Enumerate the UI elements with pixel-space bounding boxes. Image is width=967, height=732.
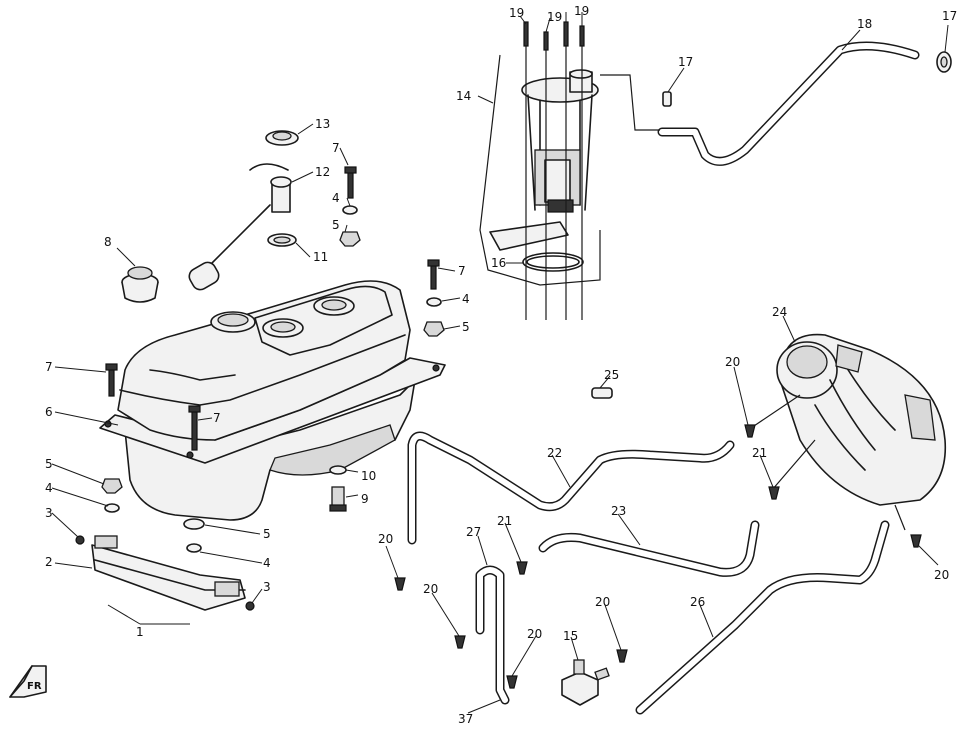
- callout-20-f: 20: [934, 568, 949, 582]
- hose-27: [475, 565, 510, 705]
- callout-6: 6: [45, 405, 53, 419]
- callout-26: 26: [690, 595, 705, 609]
- callout-20-b: 20: [423, 582, 438, 596]
- callout-21-b: 21: [752, 446, 767, 460]
- callout-17-clamp: 17: [942, 9, 957, 23]
- callout-5-lower: 5: [263, 527, 271, 541]
- clamp-17: [936, 51, 952, 73]
- fastener-bolt-7-top: [344, 166, 357, 199]
- callout-12: 12: [315, 165, 330, 179]
- canister-guides: [747, 394, 906, 531]
- callout-15: 15: [563, 629, 578, 643]
- tank-bracket: [91, 535, 246, 611]
- fitting-25: [591, 387, 613, 399]
- callout-19-b: 19: [547, 10, 562, 24]
- fuel-tank: [99, 280, 446, 521]
- leader-lines: [51, 12, 949, 714]
- callout-19-c: 19: [574, 4, 589, 18]
- callout-20-a: 20: [378, 532, 393, 546]
- clamp-21-group: [516, 486, 780, 575]
- callout-3-right: 3: [263, 580, 271, 594]
- callout-5-top: 5: [332, 218, 340, 232]
- level-sender: [188, 130, 299, 291]
- bolt-9: [329, 486, 347, 512]
- callout-11: 11: [313, 250, 328, 264]
- clamp-20-group: [394, 424, 922, 689]
- callout-4-lower-left: 4: [45, 481, 53, 495]
- callout-7-mid: 7: [213, 411, 221, 425]
- washer-4-group: [104, 205, 442, 553]
- callout-20-d: 20: [595, 595, 610, 609]
- callout-5-left: 5: [45, 457, 53, 471]
- callout-20-e: 20: [725, 355, 740, 369]
- callout-8: 8: [104, 235, 112, 249]
- hose-26: [635, 520, 890, 715]
- callout-4-top: 4: [332, 191, 340, 205]
- callout-3-left: 3: [45, 506, 53, 520]
- vent-hose-18: [600, 41, 920, 166]
- callout-19-a: 19: [509, 6, 524, 20]
- fuel-cap: [121, 266, 159, 303]
- callout-24: 24: [772, 305, 787, 319]
- fastener-bolt-7-mid: [188, 405, 201, 451]
- callout-23: 23: [611, 504, 626, 518]
- front-direction-marker: FR: [9, 665, 47, 698]
- pump-screws-19: [523, 21, 585, 51]
- callout-27: 27: [466, 525, 481, 539]
- callout-25: 25: [604, 368, 619, 382]
- charcoal-canister: [776, 333, 947, 506]
- callout-7-left: 7: [45, 360, 53, 374]
- callout-20-c: 20: [527, 627, 542, 641]
- callout-10: 10: [361, 469, 376, 483]
- nut-5-group: [101, 231, 445, 530]
- hose-23: [538, 520, 760, 577]
- hose-22: [407, 431, 735, 545]
- callout-7-top: 7: [332, 141, 340, 155]
- valve-15: [561, 659, 610, 706]
- callout-1: 1: [136, 625, 144, 639]
- callout-13: 13: [315, 117, 330, 131]
- fastener-bolt-7-right: [427, 259, 440, 290]
- callout-4-right: 4: [462, 292, 470, 306]
- callout-22: 22: [547, 446, 562, 460]
- callout-18: 18: [857, 17, 872, 31]
- callout-21-a: 21: [497, 514, 512, 528]
- fuel-pump-module: [479, 21, 601, 320]
- fitting-17-small: [662, 91, 672, 107]
- washer-10: [329, 465, 347, 475]
- callout-9: 9: [361, 492, 369, 506]
- callout-7-right: 7: [458, 264, 466, 278]
- callout-16: 16: [491, 256, 506, 270]
- callout-14: 14: [456, 89, 471, 103]
- callout-37: 37: [458, 712, 473, 726]
- callout-17-small: 17: [678, 55, 693, 69]
- direction-marker-label: FR: [27, 681, 42, 692]
- screw-3-group: [75, 535, 255, 611]
- callout-4-lower-right: 4: [263, 556, 271, 570]
- callout-2: 2: [45, 555, 53, 569]
- callout-labels: 1 2 3 3 4 4 4 4 5 5 5 5 6 7 7 7 7 8 9 10…: [45, 4, 957, 726]
- callout-5-right: 5: [462, 320, 470, 334]
- fastener-bolt-7-left: [105, 363, 118, 397]
